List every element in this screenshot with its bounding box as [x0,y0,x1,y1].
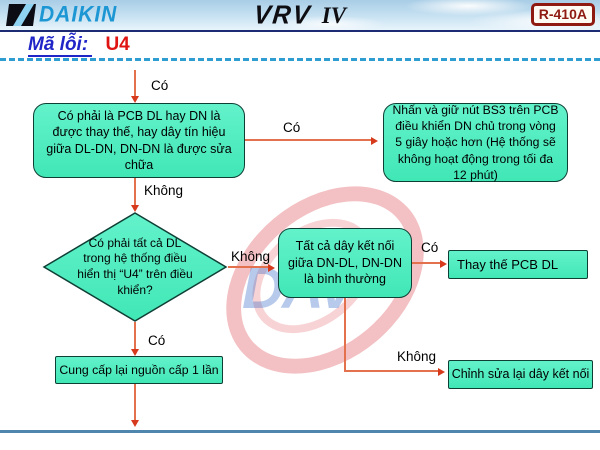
arrow-entry-box1 [134,70,136,97]
decision-diamond-shape [42,212,228,322]
bottom-divider [0,430,600,433]
arrowhead-box3-box5 [438,368,445,376]
arrowhead-decision-box3 [268,264,275,272]
decision-diamond [42,212,228,327]
arrow-box3-box4 [412,262,442,264]
arrow-decision-box3 [228,266,270,268]
arrowhead-entry-box1 [131,96,139,103]
arrowhead-decision-box6 [131,349,139,356]
error-code-row: Mã lỗi: U4 [28,34,130,57]
node-repower: Cung cấp lại nguồn cấp 1 lần [55,356,223,384]
error-code-value: U4 [105,34,130,55]
node-fix-wiring: Chỉnh sửa lại dây kết nối [448,360,593,389]
edge-label-entry-yes: Có [151,78,169,93]
edge-label-decision-no: Không [231,249,271,264]
arrow-box3-box5-vertical [344,298,346,372]
decision-text: Có phải tất cả DL trong hệ thống điều hi… [42,212,228,322]
arrow-box1-decision [134,178,136,206]
daikin-mark-icon [6,4,36,26]
arrow-decision-box6 [134,322,136,350]
edge-label-box3-yes: Có [421,240,439,255]
arrow-box3-box5-horizontal [344,370,440,372]
header: DAIKIN VRV IV R-410A [0,0,600,32]
edge-label-decision-yes: Có [148,333,166,348]
brand-name: DAIKIN [39,2,118,27]
node-question-pcb-replaced: Có phải là PCB DL hay DN là được thay th… [33,103,245,178]
edge-label-box1-no: Không [144,183,184,198]
node-wiring-normal: Tất cả dây kết nối giữa DN-DL, DN-DN là … [278,228,412,298]
daikin-logo: DAIKIN [6,2,118,27]
product-name: VRV [252,0,313,30]
arrowhead-box1-box2 [371,137,378,145]
refrigerant-badge: R-410A [530,3,595,26]
node-replace-pcb-dl: Thay thế PCB DL [448,250,588,279]
arrowhead-box6-exit [131,420,139,427]
arrowhead-box1-decision [131,205,139,212]
dashed-divider [0,58,600,61]
arrow-box6-exit [134,384,136,422]
arrowhead-box3-box4 [440,260,447,268]
decision-question: Có phải tất cả DL trong hệ thống điều hi… [77,235,193,297]
product-logo: VRV IV [252,0,347,30]
edge-label-box1-yes: Có [283,120,301,135]
arrow-box1-box2 [245,139,373,141]
error-code-label: Mã lỗi: [28,34,93,57]
edge-label-box3-no: Không [397,349,437,364]
node-action-hold-bs3: Nhấn và giữ nút BS3 trên PCB điều khiển … [383,103,568,182]
product-generation: IV [321,3,347,28]
